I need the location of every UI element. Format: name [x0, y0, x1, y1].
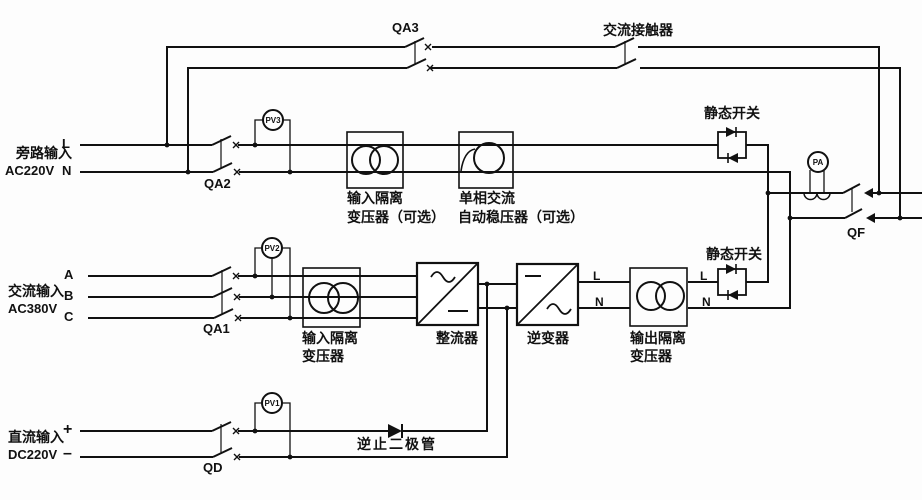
- ac-tx-label-2: 变压器: [302, 348, 344, 364]
- static-switch-output-label: 静态开关: [706, 246, 762, 262]
- qf-arrowheads: [864, 188, 875, 223]
- dc-input-voltage: DC220V: [8, 447, 58, 462]
- rectifier-symbol: [415, 261, 480, 327]
- blocking-diode-label: 逆止二极管: [357, 436, 437, 452]
- junction-dots: [164, 142, 903, 460]
- current-transformer-humps: [803, 192, 831, 201]
- output-n-label: N: [702, 295, 711, 309]
- output-tx-label-2: 变压器: [630, 348, 672, 364]
- switch-blades: [211, 37, 863, 458]
- ac-input-voltage: AC380V: [8, 301, 58, 316]
- static-switch-bypass-label: 静态开关: [704, 105, 760, 121]
- bypass-tx-label-1: 输入隔离: [347, 190, 403, 206]
- ammeter-pa: PA: [807, 151, 829, 173]
- static-switch-bypass: [717, 127, 747, 163]
- bypass-n-label: N: [62, 163, 72, 178]
- ac-tx-label-1: 输入隔离: [302, 330, 358, 346]
- stabilizer-label-2: 自动稳压器（可选）: [458, 209, 584, 225]
- maintenance-bypass-wires: [166, 46, 901, 218]
- ac-input-title: 交流输入: [8, 283, 64, 299]
- output-tx-label-1: 输出隔离: [630, 330, 686, 346]
- voltmeter-pv1: PV1: [261, 392, 283, 414]
- bypass-l-label: L: [62, 136, 70, 151]
- switch-linkages: [220, 41, 853, 453]
- bypass-input-title: 旁路输入: [16, 145, 72, 161]
- qa3-label: QA3: [392, 20, 419, 35]
- rectifier-label: 整流器: [436, 330, 478, 346]
- transformer-coils: [308, 145, 685, 314]
- dc-minus-label: –: [63, 445, 72, 462]
- stabilizer-label-1: 单相交流: [459, 190, 515, 206]
- contact-x-marks: [232, 43, 434, 461]
- phase-b-label: B: [64, 288, 74, 303]
- qa1-label: QA1: [203, 321, 230, 336]
- dc-plus-label: +: [63, 421, 73, 438]
- bypass-input-voltage: AC220V: [5, 163, 55, 178]
- inverter-symbol: [515, 262, 580, 327]
- dc-input-title: 直流输入: [8, 429, 64, 445]
- static-switch-output: [717, 264, 747, 300]
- qf-label: QF: [847, 225, 866, 240]
- voltmeter-pv2: PV2: [261, 237, 283, 259]
- output-l-label: L: [700, 269, 708, 283]
- bypass-tx-label-2: 变压器（可选）: [347, 209, 445, 225]
- transformer-boxes: [302, 131, 688, 328]
- inverter-out-l-label: L: [593, 269, 601, 283]
- qd-label: QD: [203, 460, 223, 475]
- inverter-out-n-label: N: [595, 295, 604, 309]
- voltmeter-pv3: PV3: [262, 109, 284, 131]
- phase-c-label: C: [64, 309, 74, 324]
- blocking-diode-symbol: [388, 424, 403, 438]
- qa2-label: QA2: [204, 176, 231, 191]
- inverter-label: 逆变器: [527, 330, 569, 346]
- stabilizer-symbol: [460, 142, 505, 174]
- ac-contactor-label: 交流接触器: [603, 22, 673, 38]
- phase-a-label: A: [64, 267, 74, 282]
